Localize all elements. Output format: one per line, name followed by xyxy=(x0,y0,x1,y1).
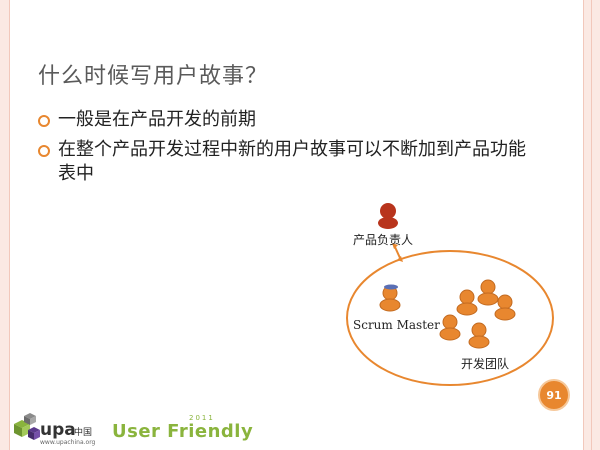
left-edge-border xyxy=(0,0,10,450)
right-edge-border xyxy=(583,0,600,450)
bullet-item: 在整个产品开发过程中新的用户故事可以不断加到产品功能表中 xyxy=(38,138,538,186)
bullet-text: 一般是在产品开发的前期 xyxy=(58,109,256,130)
bullet-list: 一般是在产品开发的前期 在整个产品开发过程中新的用户故事可以不断加到产品功能表中 xyxy=(38,108,538,192)
bullet-marker-icon xyxy=(38,115,50,127)
bullet-marker-icon xyxy=(38,145,50,157)
user-friendly-year: 2011 xyxy=(189,414,215,422)
page-number-badge: 91 xyxy=(538,379,570,411)
team-circle xyxy=(346,250,554,386)
scrum-master-label: Scrum Master xyxy=(353,318,440,332)
upa-cn-text: 中国 xyxy=(74,428,93,438)
team-member-person-icon xyxy=(477,279,499,306)
team-label: 开发团队 xyxy=(461,357,510,371)
scrum-master-person-icon xyxy=(379,284,401,312)
team-member-person-icon xyxy=(456,289,478,316)
product-owner-person-icon xyxy=(378,203,398,229)
arrow-head-up-icon xyxy=(392,243,398,249)
upa-logo-icon xyxy=(14,413,40,440)
bullet-text: 在整个产品开发过程中新的用户故事可以不断加到产品功能表中 xyxy=(58,139,526,184)
team-member-person-icon xyxy=(494,294,516,321)
slide-title: 什么时候写用户故事？ xyxy=(38,64,269,89)
user-friendly-logo-text: User Friendly xyxy=(112,421,254,442)
bullet-item: 一般是在产品开发的前期 xyxy=(38,108,538,132)
upa-url-text: www.upachina.org xyxy=(40,439,96,446)
upa-logo-text: upa xyxy=(40,420,76,440)
arrow-head-down-icon xyxy=(397,256,403,262)
team-member-person-icon xyxy=(439,314,461,341)
team-member-person-icon xyxy=(468,322,490,349)
connector-arrow xyxy=(394,246,401,259)
product-owner-label: 产品负责人 xyxy=(353,233,414,247)
